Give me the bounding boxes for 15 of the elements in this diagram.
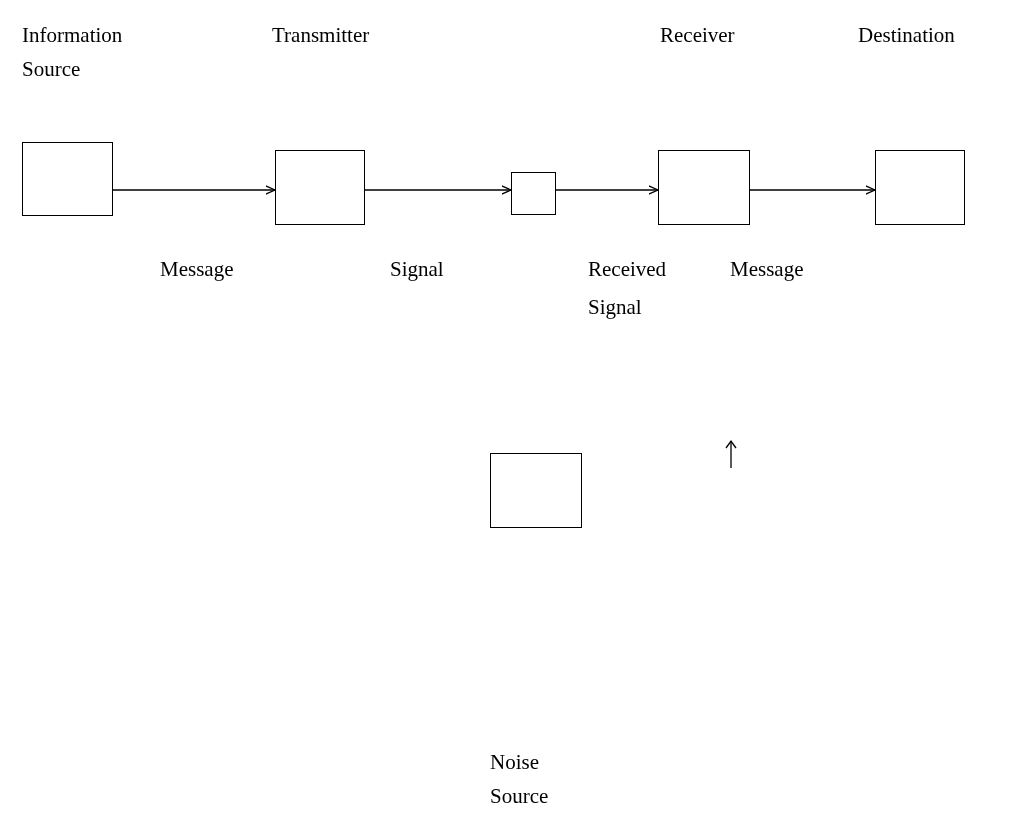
- rectangle: [511, 172, 556, 215]
- component-label: Transmitter: [272, 22, 371, 49]
- rectangle: [875, 150, 965, 225]
- component-label: Noise Source: [490, 749, 550, 810]
- arrow: [555, 185, 659, 195]
- rectangle: [490, 453, 582, 528]
- component-label: Destination: [858, 22, 956, 49]
- arrow: [112, 185, 276, 195]
- arrow: [749, 185, 876, 195]
- rectangle: [658, 150, 750, 225]
- component-label: Information Source: [22, 22, 124, 83]
- rectangle: [22, 142, 113, 216]
- rectangle: [275, 150, 365, 225]
- component-label: Receiver: [660, 22, 736, 49]
- arrow: [364, 185, 512, 195]
